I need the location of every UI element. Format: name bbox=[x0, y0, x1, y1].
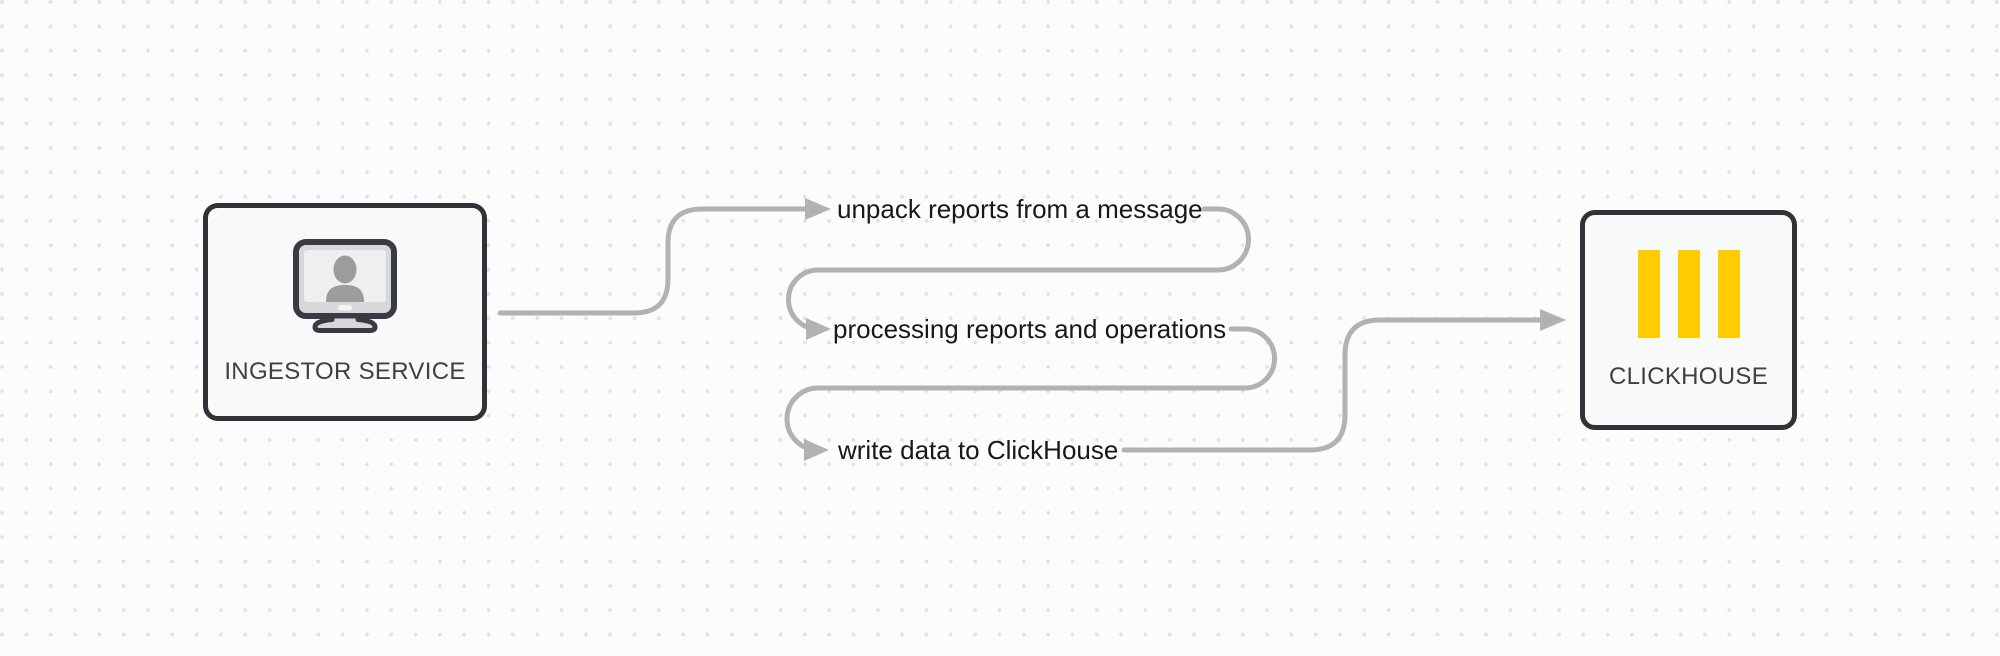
clickhouse-bar bbox=[1717, 250, 1740, 338]
clickhouse-bar bbox=[1677, 250, 1700, 338]
node-ingestor-service: INGESTOR SERVICE bbox=[203, 203, 487, 421]
arrowhead-icon bbox=[804, 439, 829, 461]
monitor-user-icon bbox=[293, 239, 397, 338]
connector-ingestor-to-step1 bbox=[497, 206, 809, 316]
step-label-3: write data to ClickHouse bbox=[838, 435, 1119, 465]
arrowhead-icon bbox=[1540, 309, 1566, 331]
clickhouse-bar bbox=[1637, 250, 1660, 338]
arrowhead-icon bbox=[806, 318, 831, 340]
step-label-1: unpack reports from a message bbox=[837, 194, 1203, 224]
connector-step1-to-step2 bbox=[786, 206, 1251, 332]
step-label-2: processing reports and operations bbox=[833, 314, 1227, 344]
node-label: CLICKHOUSE bbox=[1608, 363, 1769, 390]
clickhouse-logo-icon bbox=[1637, 250, 1740, 338]
node-label: INGESTOR SERVICE bbox=[224, 358, 466, 385]
node-clickhouse: CLICKHOUSE bbox=[1580, 210, 1797, 430]
arrowhead-icon bbox=[805, 198, 831, 220]
connector-step2-to-step3 bbox=[784, 326, 1277, 453]
